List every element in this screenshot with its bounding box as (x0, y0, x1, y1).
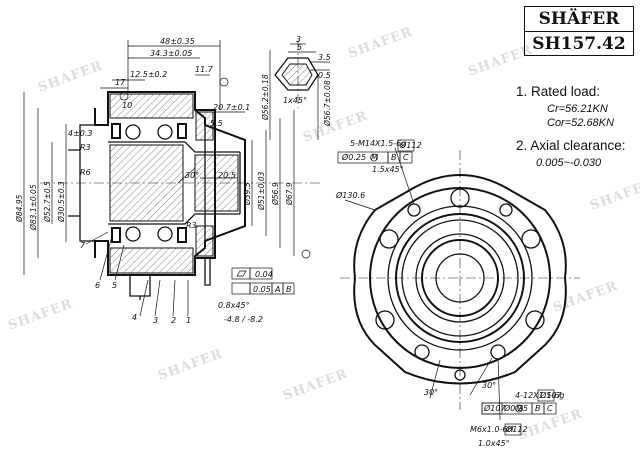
face-thread-top: 5-M14X1.5-6g (350, 139, 406, 148)
face-pos-top-b: B (391, 153, 397, 162)
face-pos-top-c: C (403, 153, 409, 162)
dim-5-5: 5.5 (210, 119, 223, 128)
face-angle-30a: 30° (424, 388, 438, 397)
part-7: 7 (80, 241, 86, 250)
watermark: SHAFER (346, 25, 415, 62)
part-3: 3 (153, 316, 158, 325)
dim-10: 10 (122, 101, 132, 110)
face-pos-bot-m: M (516, 404, 523, 413)
axial-clearance-label: 2. Axial clearance: (516, 138, 626, 153)
dim-11-7: 11.7 (195, 65, 214, 74)
face-pcd-m6: Ø112 (505, 424, 528, 434)
dim-r3: R3 (80, 143, 91, 152)
detail-dim-3: 3 (296, 35, 301, 44)
detail-dia-56-2: Ø56.2±0.18 (261, 74, 270, 121)
watermark: SHAFER (588, 177, 640, 214)
face-m6: M6x1.0-6H (470, 425, 513, 434)
dim-dia-39-5: Ø39.5 (243, 182, 252, 206)
face-pcd-bot2: Ø107 (483, 403, 506, 413)
rated-load-cr: Cr=56.21KN (547, 103, 608, 115)
face-view: 5-M14X1.5-6g Ø112 Ø0.25 M B C 1.5x45° Ø1… (335, 139, 580, 448)
part-5: 5 (112, 281, 117, 290)
face-chamfer-bot: 1.0x45° (478, 439, 510, 448)
brand-box: SHÄFER SH157.42 (524, 6, 634, 56)
face-pcd-top: Ø112 (399, 140, 422, 150)
dim-dia-84-95: Ø84.95 (15, 194, 24, 223)
dim-20-7: 20.7±0.1 (213, 103, 250, 112)
detail-dim-3-5: 3.5 (318, 53, 331, 62)
detail-chamfer: 1x45° (283, 96, 307, 105)
dim-dia-83-1: Ø83.1±0.05 (29, 184, 38, 231)
face-pos-bot-b: B (535, 404, 541, 413)
datum-b: B (286, 285, 292, 294)
detail-dim-0-5: 0.5 (318, 71, 331, 80)
part-1: 1 (186, 316, 191, 325)
dim-12-5: 12.5±0.2 (130, 70, 167, 79)
dim-34-3: 34.3±0.05 (150, 49, 192, 58)
dim-48: 48±0.35 (160, 37, 195, 46)
part-number: SH157.42 (532, 34, 626, 54)
dim-17: 17 (115, 78, 126, 87)
tol-position: 0.05 (253, 285, 271, 294)
watermark: SHAFER (36, 59, 105, 96)
face-pos-top: Ø0.25 (341, 152, 366, 162)
face-pcd-bot: Ø107 (539, 390, 562, 400)
face-pos-bot: Ø0.25 (503, 403, 528, 413)
dim-dia-51: Ø51±0.03 (257, 171, 266, 211)
dim-chamfer-0-8: 0.8x45° (218, 301, 250, 310)
watermark: SHAFER (281, 367, 350, 404)
rated-load-label: 1. Rated load: (516, 84, 601, 99)
face-pos-top-m: M (371, 153, 378, 162)
watermark: SHAFER (6, 297, 75, 334)
dim-4: 4±0.3 (68, 129, 93, 138)
dim-r3-b: R3 (186, 221, 197, 230)
watermark: SHAFER (156, 347, 225, 384)
dim-30deg: 30° (185, 171, 199, 180)
dim-tolerance: -4.8 / -8.2 (224, 315, 263, 324)
detail-view: 3 5 3.5 0.5 1x45° Ø56.2±0.18 Ø56.7±0.08 (261, 35, 332, 140)
dim-dia-67-9: Ø67.9 (285, 182, 294, 206)
brand-name: SHÄFER (525, 7, 633, 32)
detail-dim-5: 5 (297, 43, 302, 52)
part-6: 6 (95, 281, 100, 290)
section-view: 48±0.35 34.3±0.05 11.7 12.5±0.2 17 10 20… (15, 37, 320, 325)
rated-load-cor: Cor=52.68KN (547, 117, 614, 129)
datum-a: A (274, 285, 280, 294)
face-dia-130-6: Ø130.6 (335, 190, 365, 200)
dim-r6: R6 (80, 168, 91, 177)
detail-dia-56-7: Ø56.7±0.08 (323, 80, 332, 127)
dim-dia-56-9: Ø56.9 (271, 182, 280, 206)
watermark: SHAFER (551, 279, 620, 316)
face-chamfer-top: 1.5x45° (372, 165, 404, 174)
dim-20-5: 20.5 (218, 171, 236, 180)
face-angle-30b: 30° (482, 381, 496, 390)
part-leaders (85, 231, 189, 317)
face-pos-bot-c: C (547, 404, 553, 413)
dim-dia-30-5: Ø30.5±0.3 (57, 181, 66, 223)
dim-dia-52-7: Ø52.7±0.5 (43, 181, 52, 223)
part-2: 2 (171, 316, 176, 325)
part-4: 4 (132, 313, 137, 322)
tol-flatness: 0.04 (255, 270, 273, 279)
axial-clearance-value: 0.005~-0.030 (536, 157, 602, 169)
face-thread-bot: 4-12X1.5-6g (515, 391, 564, 400)
